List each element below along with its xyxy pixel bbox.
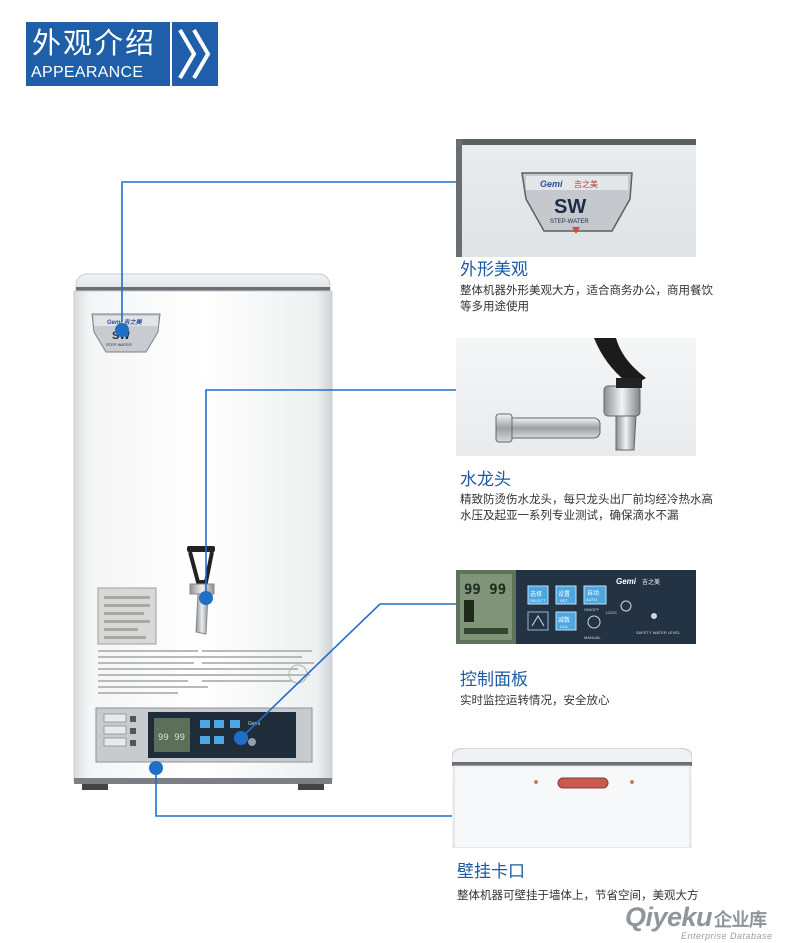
watermark-brand-cn: 企业库 (714, 910, 767, 930)
thumb3-btn-auto: 自动 (587, 589, 599, 597)
thumb3-btn-set: 设置 (558, 590, 570, 598)
thumb3-btn-select-en: SELECT (530, 598, 546, 603)
thumb-wall-mount (452, 748, 692, 848)
feature-desc-appearance: 整体机器外形美观大方，适合商务办公，商用餐饮等多用途使用 (460, 283, 713, 313)
svg-text:STEP-WATER: STEP-WATER (106, 342, 132, 347)
thumb3-brand: Gemi (616, 577, 637, 586)
svg-text:Gemi: Gemi (248, 721, 260, 727)
thumb3-onoff: ON/OFF (584, 607, 600, 612)
dot-marker-icon (234, 731, 248, 745)
watermark-sub: Enterprise Database (681, 931, 773, 941)
thumb-badge: Gemi 吉之美 SW STEP-WATER (456, 139, 696, 257)
thumb3-brand-cn: 吉之美 (642, 578, 660, 586)
thumb3-manual: MANUAL (584, 635, 601, 640)
thumb3-btn-reduce: 减数 (558, 616, 570, 624)
section-title-en: APPEARANCE (31, 64, 144, 81)
section-header: 外观介绍 APPEARANCE (26, 22, 170, 86)
thumb3-lock: LOCK (606, 610, 617, 615)
dot-marker-icon (115, 323, 129, 337)
thumb-control-panel: 99 99 选择 SELECT 设置 SET 减数 CUL 自动 AUTO ON… (456, 570, 696, 644)
feature-title-faucet: 水龙头 (460, 470, 511, 490)
machine-panel-digits: 99 99 (158, 733, 185, 743)
thumb3-btn-auto-en: AUTO (586, 597, 597, 602)
section-title-cn: 外观介绍 (32, 26, 157, 60)
dot-marker-icon (199, 591, 213, 605)
thumb1-logo: SW (554, 196, 586, 218)
watermark-brand-latin: Qiyeku (625, 902, 713, 932)
feature-desc-control-panel: 实时监控运转情况，安全放心 (460, 693, 610, 707)
thumb1-sub: STEP-WATER (550, 219, 589, 225)
thumb1-brand: Gemi (540, 179, 563, 189)
dot-marker-icon (149, 761, 163, 775)
feature-desc-wall-mount: 整体机器可壁挂于墙体上，节省空间，美观大方 (457, 888, 699, 902)
thumb1-brand-cn: 吉之美 (574, 179, 598, 189)
thumb-faucet (456, 338, 696, 456)
feature-title-control-panel: 控制面板 (460, 670, 528, 690)
feature-title-appearance: 外形美观 (460, 260, 528, 280)
thumb3-btn-set-en: SET (560, 598, 568, 603)
water-boiler-machine: Gemi 吉之美 SW STEP-WATER (73, 273, 333, 790)
thumb3-btn-select: 选择 (530, 590, 542, 598)
thumb3-safety: SAFETY WATER LEVEL (636, 630, 681, 635)
svg-text:Gemi 吉之美: Gemi 吉之美 (107, 318, 143, 326)
double-chevron-right-icon (172, 22, 218, 86)
thumb3-digits: 99 99 (464, 582, 506, 598)
feature-title-wall-mount: 壁挂卡口 (457, 862, 525, 882)
feature-desc-faucet: 精致防烫伤水龙头，每只龙头出厂前均经冷热水高水压及起亚一系列专业测试，确保滴水不… (460, 492, 713, 522)
thumb3-btn-reduce-en: CUL (560, 624, 569, 629)
